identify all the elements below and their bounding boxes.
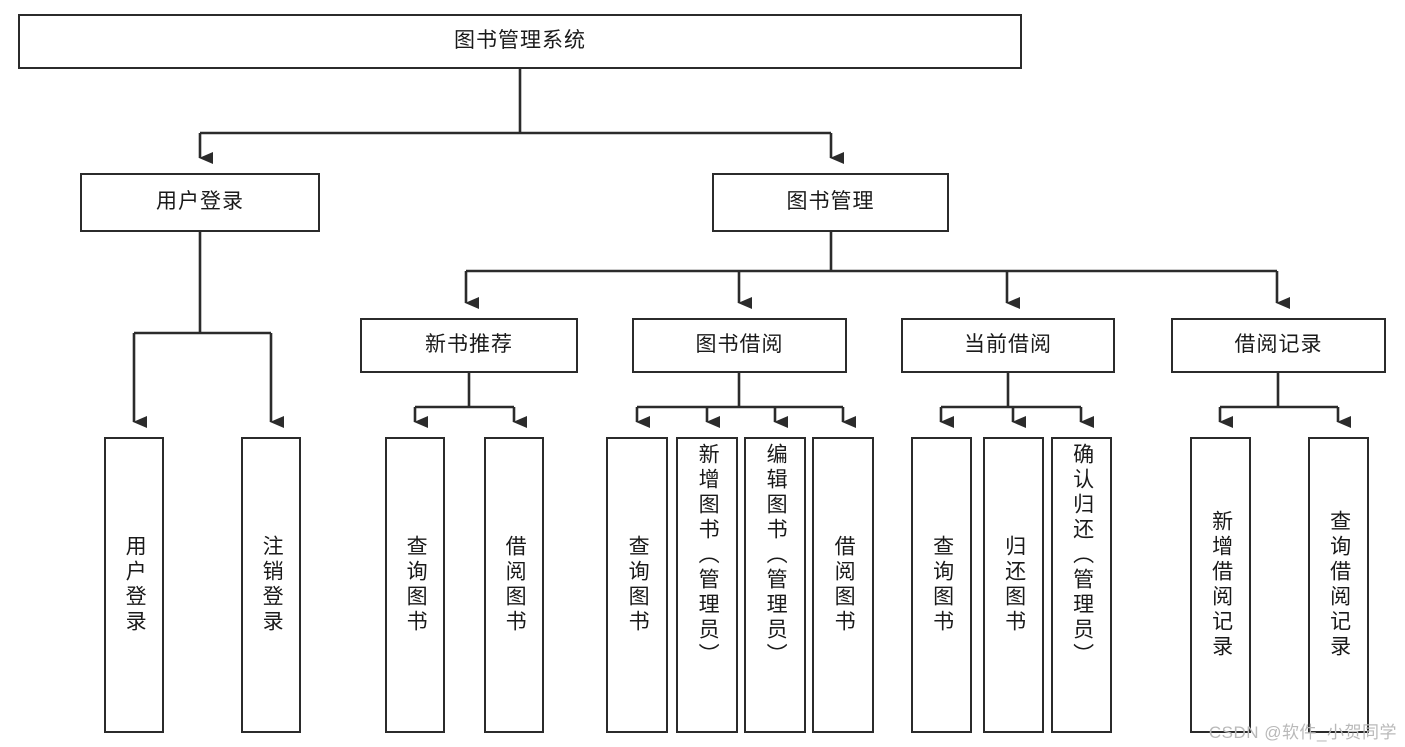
leaf-node-label: 查询图书: [404, 535, 428, 635]
leaf-node[interactable]: 编辑图书（管理员）: [744, 437, 806, 733]
node-current-borrow-label: 当前借阅: [964, 333, 1052, 357]
leaf-node-label: 确认归还（管理员）: [1070, 443, 1094, 668]
node-root-label: 图书管理系统: [454, 29, 586, 53]
leaf-node[interactable]: 查询图书: [606, 437, 668, 733]
csdn-watermark: CSDN @软件_小贺同学: [1208, 723, 1397, 742]
node-current-borrow[interactable]: 当前借阅: [901, 318, 1115, 373]
leaf-node[interactable]: 归还图书: [983, 437, 1044, 733]
leaf-node[interactable]: 借阅图书: [484, 437, 544, 733]
node-book-management[interactable]: 图书管理: [712, 173, 949, 232]
leaf-node[interactable]: 用户登录: [104, 437, 164, 733]
leaf-node[interactable]: 新增图书（管理员）: [676, 437, 738, 733]
leaf-node[interactable]: 查询图书: [385, 437, 445, 733]
leaf-node-label: 归还图书: [1002, 535, 1026, 635]
leaf-node-label: 新增图书（管理员）: [696, 443, 720, 668]
leaf-node-label: 注销登录: [260, 535, 284, 635]
leaf-node[interactable]: 新增借阅记录: [1190, 437, 1251, 733]
leaf-node-label: 编辑图书（管理员）: [764, 443, 788, 668]
node-new-book-recommend-label: 新书推荐: [425, 333, 513, 357]
node-user-login-label: 用户登录: [156, 190, 244, 214]
node-book-management-label: 图书管理: [786, 190, 875, 214]
leaf-node-label: 借阅图书: [832, 535, 856, 635]
leaf-node-label: 新增借阅记录: [1209, 510, 1233, 660]
leaf-node[interactable]: 确认归还（管理员）: [1051, 437, 1112, 733]
node-user-login[interactable]: 用户登录: [80, 173, 320, 232]
leaf-node-label: 借阅图书: [503, 535, 527, 635]
node-borrow-record-label: 借阅记录: [1234, 333, 1323, 357]
node-borrow-record[interactable]: 借阅记录: [1171, 318, 1386, 373]
node-book-borrow-label: 图书借阅: [695, 333, 784, 357]
leaf-node-label: 查询图书: [930, 535, 954, 635]
leaf-node[interactable]: 注销登录: [241, 437, 301, 733]
node-book-borrow[interactable]: 图书借阅: [632, 318, 847, 373]
leaf-node[interactable]: 借阅图书: [812, 437, 874, 733]
leaf-node-label: 用户登录: [123, 535, 147, 635]
leaf-node-label: 查询图书: [626, 535, 650, 635]
node-root[interactable]: 图书管理系统: [18, 14, 1022, 69]
leaf-node[interactable]: 查询借阅记录: [1308, 437, 1369, 733]
node-new-book-recommend[interactable]: 新书推荐: [360, 318, 578, 373]
leaf-node[interactable]: 查询图书: [911, 437, 972, 733]
leaf-node-label: 查询借阅记录: [1327, 510, 1351, 660]
